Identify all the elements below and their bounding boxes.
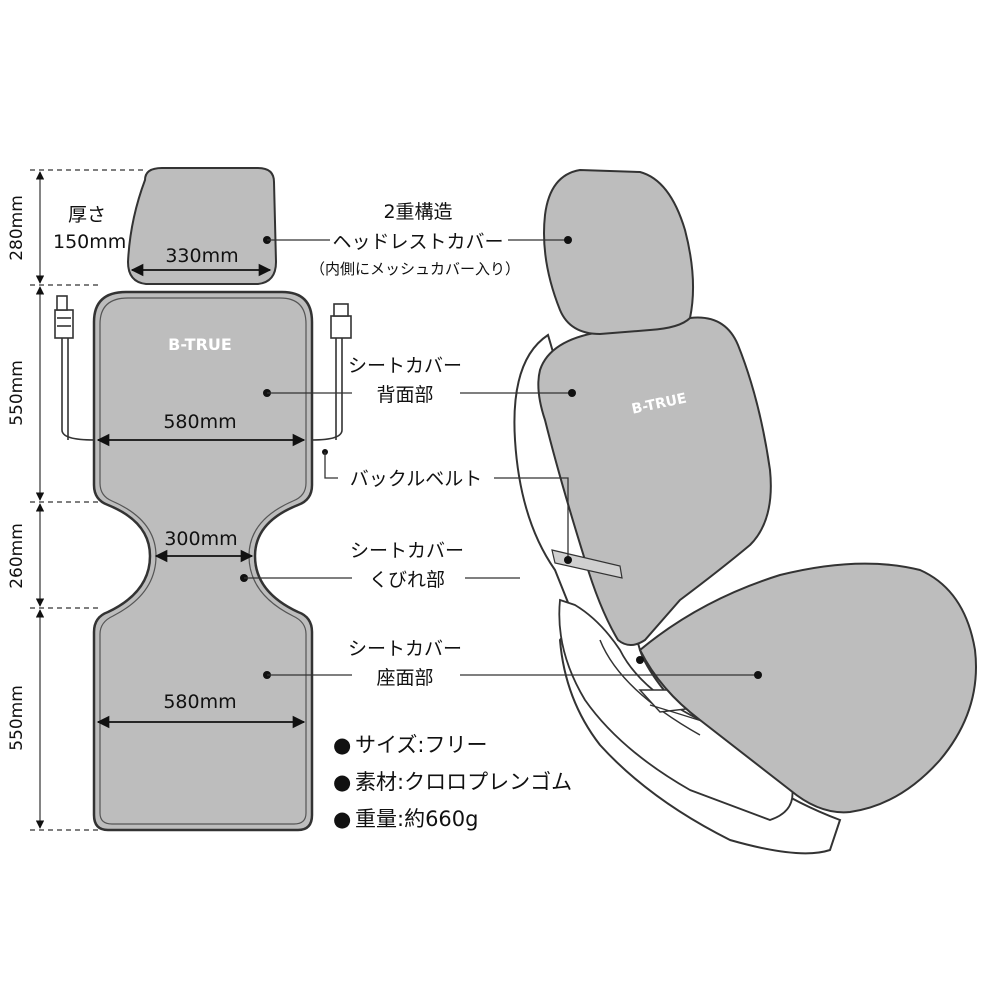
callout-headrest-line3: （内側にメッシュカバー入り） [310,260,520,278]
callout-back-line1: シートカバー [348,355,462,377]
width-arrows [96,263,306,729]
callout-waist-line2: くびれ部 [369,569,445,591]
spec-weight: 重量:約660g [355,807,479,831]
callout-back-line2: 背面部 [376,384,433,406]
seat-width-label: 580mm [163,691,236,713]
back-height-label: 550mm [7,360,27,426]
callout-buckle: バックルベルト [350,468,482,490]
waist-height-label: 260mm [7,523,27,589]
flat-seat-cover: B-TRUE [54,167,352,832]
installed-seat-illustration: B-TRUE [513,168,977,855]
callout-leaders [240,236,762,679]
headrest-height-label: 280mm [7,195,27,261]
seat-cushion-cover-installed [638,562,977,814]
spec-bullet: ● [333,770,351,794]
back-width-label: 580mm [163,411,236,433]
thickness-label: 厚さ [68,204,106,226]
spec-size: サイズ:フリー [355,733,487,757]
callout-waist-line1: シートカバー [350,540,464,562]
callout-seat-line1: シートカバー [348,638,462,660]
spec-list: ● サイズ:フリー ● 素材:クロロプレンゴム ● 重量:約660g [333,733,572,831]
spec-bullet: ● [333,733,351,757]
spec-material: 素材:クロロプレンゴム [355,770,572,794]
waist-width-label: 300mm [164,528,237,550]
callout-headrest-line1: 2重構造 [383,201,452,223]
main-cover-inner-edge [99,297,307,825]
vertical-dimension-guides [30,169,145,831]
spec-bullet: ● [333,807,351,831]
headrest-width-label: 330mm [165,245,238,267]
main-cover-shape [92,290,314,832]
headrest-cover-installed [543,168,695,336]
seat-height-label: 550mm [7,685,27,751]
callout-seat-line2: 座面部 [376,667,433,689]
left-buckle-belt [54,295,95,441]
right-buckle-belt [311,303,352,441]
brand-logo-flat: B-TRUE [168,335,232,354]
callout-headrest-line2: ヘッドレストカバー [332,231,503,253]
thickness-value: 150mm [53,231,126,253]
headrest-cover-shape [126,167,278,285]
